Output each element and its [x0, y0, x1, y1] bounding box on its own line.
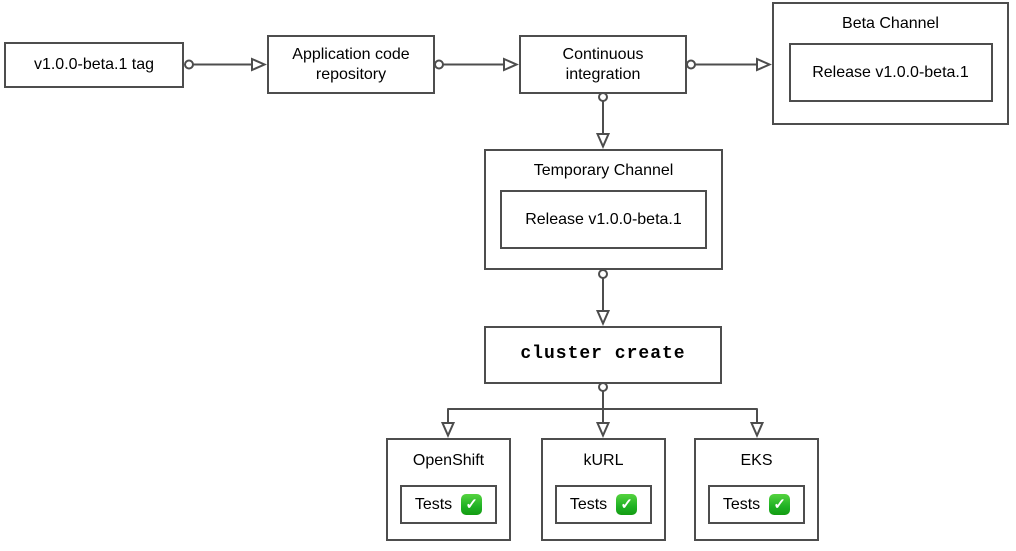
node-continuous-integration: Continuous integration	[519, 35, 687, 94]
node-kurl: kURL Tests ✓	[541, 438, 666, 541]
node-beta-channel: Beta Channel Release v1.0.0-beta.1	[772, 2, 1009, 125]
kurl-title: kURL	[583, 452, 624, 469]
beta-channel-release-label: Release v1.0.0-beta.1	[812, 63, 969, 81]
check-mark-icon: ✓	[616, 494, 638, 515]
node-cluster-create-label: cluster create	[520, 344, 686, 365]
node-temporary-channel: Temporary Channel Release v1.0.0-beta.1	[484, 149, 723, 270]
edge-app-repo-to-ci	[434, 57, 519, 72]
eks-tests-label: Tests	[722, 495, 761, 513]
beta-channel-release-box: Release v1.0.0-beta.1	[788, 43, 993, 102]
edge-cluster-create-to-clusters	[440, 382, 765, 438]
temporary-channel-title: Temporary Channel	[533, 162, 674, 179]
openshift-tests-label: Tests	[414, 495, 453, 513]
eks-tests-box: Tests ✓	[708, 485, 805, 524]
check-mark-icon: ✓	[769, 494, 791, 515]
edge-ci-to-temp-channel	[595, 92, 611, 149]
temporary-channel-release-label: Release v1.0.0-beta.1	[525, 210, 682, 228]
node-openshift: OpenShift Tests ✓	[386, 438, 511, 541]
node-cluster-create: cluster create	[484, 326, 722, 384]
eks-title: EKS	[740, 452, 773, 469]
kurl-tests-box: Tests ✓	[555, 485, 652, 524]
edge-temp-channel-to-cluster-create	[595, 269, 611, 326]
node-app-code-repository: Application code repository	[267, 35, 435, 94]
node-app-code-repository-label: Application code repository	[292, 46, 410, 83]
node-version-tag: v1.0.0-beta.1 tag	[4, 42, 184, 88]
beta-channel-title: Beta Channel	[842, 15, 939, 32]
node-eks: EKS Tests ✓	[694, 438, 819, 541]
edge-tag-to-app-repo	[184, 57, 267, 72]
node-version-tag-label: v1.0.0-beta.1 tag	[33, 56, 155, 74]
openshift-title: OpenShift	[412, 452, 485, 469]
kurl-tests-label: Tests	[569, 495, 608, 513]
openshift-tests-box: Tests ✓	[400, 485, 497, 524]
node-continuous-integration-label: Continuous integration	[562, 46, 644, 83]
check-mark-icon: ✓	[461, 494, 483, 515]
edge-ci-to-beta-channel	[686, 57, 772, 72]
temporary-channel-release-box: Release v1.0.0-beta.1	[500, 190, 707, 249]
